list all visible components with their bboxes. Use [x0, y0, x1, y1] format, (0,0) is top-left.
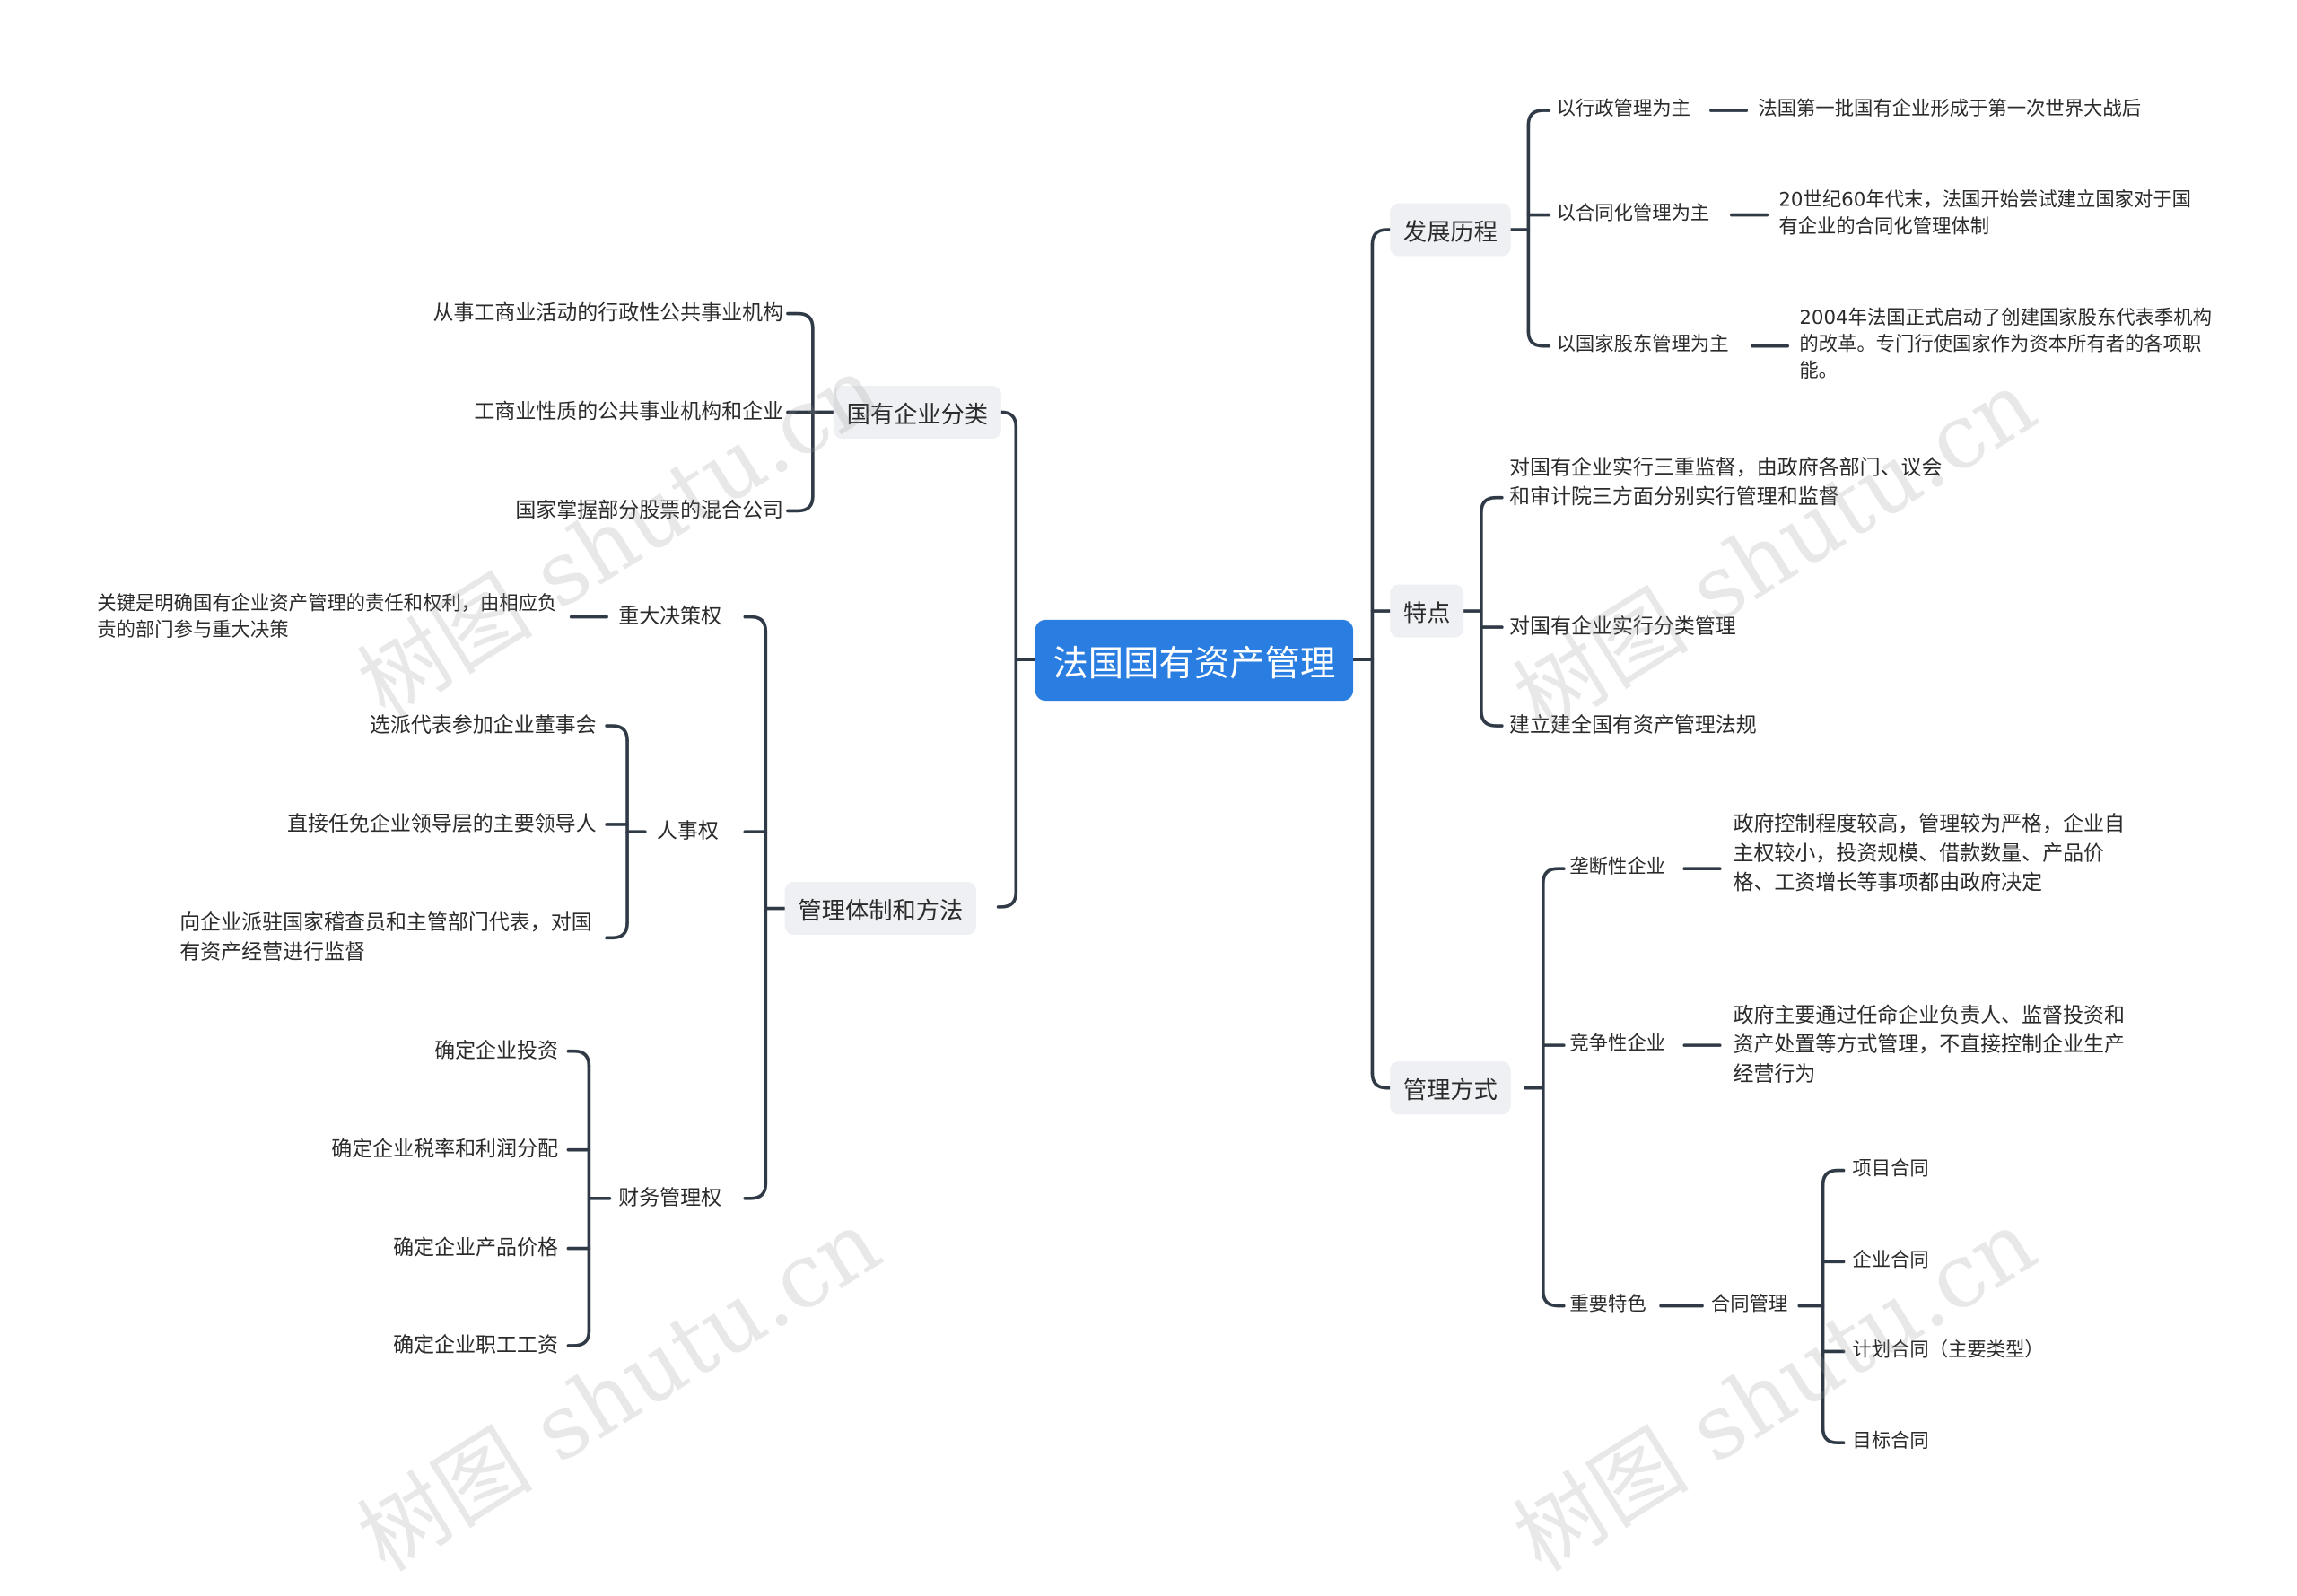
contract-item[interactable]: 项目合同: [1852, 1158, 1929, 1182]
personnel-item[interactable]: 直接任免企业领导层的主要领导人: [287, 812, 597, 837]
history-detail[interactable]: 20世纪60年代末，法国开始尝试建立国家对于国有企业的合同化管理体制: [1778, 189, 2192, 239]
finance-item[interactable]: 确定企业产品价格: [393, 1236, 558, 1260]
method-type[interactable]: 重要特色: [1569, 1294, 1646, 1317]
connector-lines: [566, 109, 1846, 1445]
contract-item[interactable]: 目标合同: [1852, 1431, 1929, 1453]
feature-item[interactable]: 建立建全国有资产管理法规: [1509, 713, 1757, 738]
topic-classification[interactable]: 国有企业分类: [833, 385, 1001, 440]
method-detail[interactable]: 政府主要通过任命企业负责人、监督投资和资产处置等方式管理，不直接控制企业生产经营…: [1733, 1004, 2126, 1087]
classification-item[interactable]: 工商业性质的公共事业机构和企业: [474, 400, 784, 424]
history-stage[interactable]: 以合同化管理为主: [1556, 203, 1710, 226]
feature-item[interactable]: 对国有企业实行分类管理: [1509, 615, 1736, 640]
classification-item[interactable]: 国家掌握部分股票的混合公司: [515, 499, 784, 523]
history-stage[interactable]: 以行政管理为主: [1556, 98, 1690, 121]
subtopic-finance[interactable]: 财务管理权: [618, 1186, 722, 1210]
topic-management-system[interactable]: 管理体制和方法: [784, 881, 977, 936]
history-detail[interactable]: 2004年法国正式启动了创建国家股东代表季机构的改革。专门行使国家作为资本所有者…: [1799, 307, 2212, 383]
method-type[interactable]: 竞争性企业: [1569, 1033, 1666, 1056]
contract-item[interactable]: 企业合同: [1852, 1250, 1929, 1272]
topic-history[interactable]: 发展历程: [1390, 203, 1511, 257]
finance-item[interactable]: 确定企业税率和利润分配: [331, 1138, 558, 1162]
finance-item[interactable]: 确定企业职工工资: [393, 1333, 558, 1358]
method-type[interactable]: 垄断性企业: [1569, 857, 1666, 879]
history-detail[interactable]: 法国第一批国有企业形成于第一次世界大战后: [1758, 98, 2142, 121]
personnel-item[interactable]: 向企业派驻国家稽查员和主管部门代表，对国有资产经营进行监督: [179, 911, 592, 964]
topic-features[interactable]: 特点: [1390, 584, 1464, 638]
contract-item[interactable]: 计划合同（主要类型）: [1852, 1339, 2044, 1362]
classification-item[interactable]: 从事工商业活动的行政性公共事业机构: [432, 301, 784, 326]
method-detail[interactable]: 政府控制程度较高，管理较为严格，企业自主权较小，投资规模、借款数量、产品价格、工…: [1733, 812, 2126, 895]
subtopic-personnel[interactable]: 人事权: [656, 820, 719, 844]
subtopic-major-decision[interactable]: 重大决策权: [618, 605, 722, 629]
root-topic[interactable]: 法国国有资产管理: [1035, 619, 1354, 702]
feature-item[interactable]: 对国有企业实行三重监督，由政府各部门、议会和审计院三方面分别实行管理和监督: [1509, 456, 1943, 510]
finance-item[interactable]: 确定企业投资: [434, 1039, 558, 1063]
mindmap-canvas: 法国国有资产管理 国有企业分类 从事工商业活动的行政性公共事业机构 工商业性质的…: [97, 98, 2212, 1592]
topic-methods[interactable]: 管理方式: [1390, 1061, 1511, 1115]
history-stage[interactable]: 以国家股东管理为主: [1556, 334, 1729, 357]
personnel-item[interactable]: 选派代表参加企业董事会: [369, 713, 597, 738]
decision-item[interactable]: 关键是明确国有企业资产管理的责任和权利，由相应负责的部门参与重大决策: [97, 593, 557, 642]
subtopic-contract-management[interactable]: 合同管理: [1710, 1294, 1788, 1317]
